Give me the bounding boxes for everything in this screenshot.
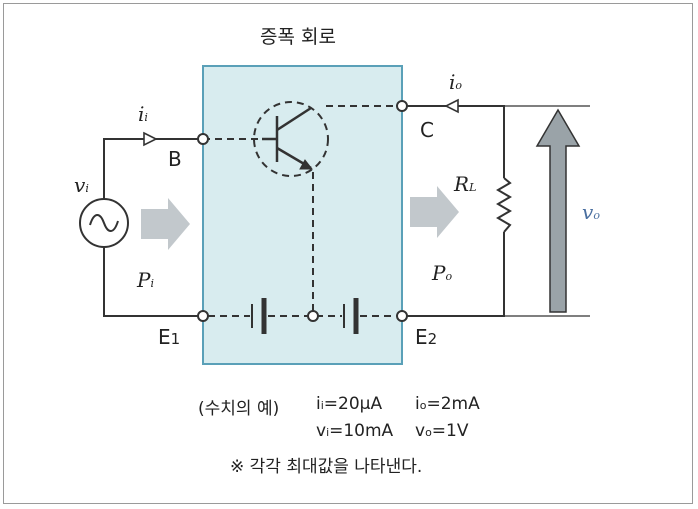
vi-value: vi=10mA — [316, 421, 394, 441]
transistor-symbol — [262, 106, 314, 170]
io-arrow — [444, 98, 459, 114]
ac-source — [79, 198, 129, 248]
terminal-C — [396, 100, 408, 112]
footnote: ※ 각각 최대값을 나타낸다. — [230, 457, 423, 477]
B-label: B — [168, 147, 182, 171]
terminal-B — [197, 133, 209, 145]
Pi-label: Pi — [137, 268, 154, 292]
terminal-emitter — [307, 310, 319, 322]
vo-label: vo — [582, 200, 600, 224]
transistor-outline — [253, 101, 329, 177]
resistor-RL — [496, 177, 512, 233]
terminal-E2 — [396, 310, 408, 322]
pi-power-arrow — [141, 198, 190, 250]
io-value: io=2mA — [415, 394, 480, 414]
E1-label: E1 — [158, 325, 181, 349]
amplifier-box — [202, 65, 403, 365]
po-power-arrow — [410, 186, 459, 238]
figure-frame — [3, 3, 693, 504]
battery-left — [251, 298, 267, 334]
input-top-wire — [103, 138, 203, 199]
battery-right — [343, 298, 359, 334]
RL-label: RL — [454, 172, 477, 196]
vo-voltage-arrow — [505, 105, 590, 317]
input-bottom-wire — [103, 247, 203, 317]
output-top-wire — [407, 105, 505, 178]
vi-label: vi — [74, 173, 89, 197]
E2-label: E2 — [415, 325, 438, 349]
ii-arrow — [143, 131, 158, 147]
vo-value: vo=1V — [415, 421, 469, 441]
io-label: io — [449, 70, 463, 94]
Po-label: Po — [432, 261, 453, 285]
C-label: C — [420, 118, 434, 142]
terminal-E1 — [197, 310, 209, 322]
example-label: (수치의 예) — [198, 399, 280, 419]
ii-label: ii — [138, 102, 148, 126]
page-title: 증폭 회로 — [260, 26, 336, 48]
output-bottom-wire — [407, 232, 505, 317]
ii-value: ii=20μA — [316, 394, 383, 414]
